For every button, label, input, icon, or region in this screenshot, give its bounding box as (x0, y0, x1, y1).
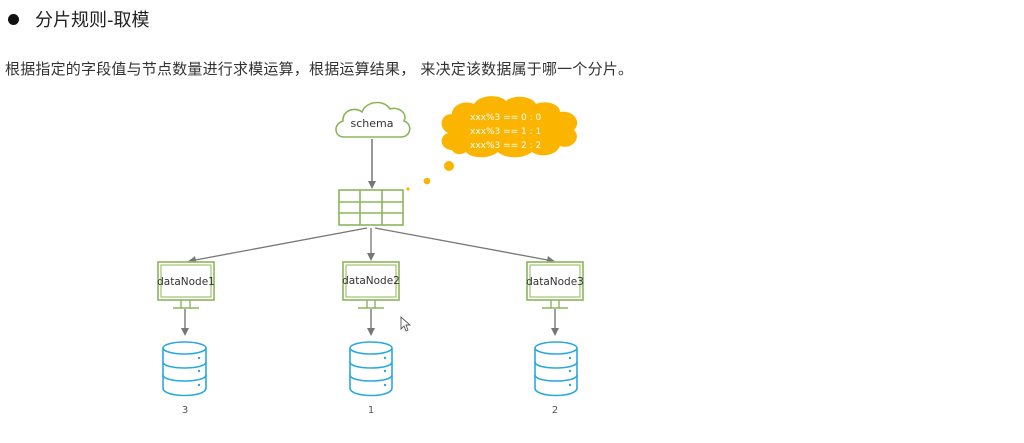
bubble-dot-medium (423, 177, 431, 185)
schema-cloud-icon: schema (335, 101, 411, 138)
monitor-icon (157, 261, 215, 309)
bubble-dot-small (406, 187, 410, 191)
datanode2: dataNode2 1 (342, 261, 400, 416)
bubble-dot-large (444, 161, 454, 171)
database-label-1: 3 (182, 405, 188, 416)
schema-label: schema (351, 117, 394, 130)
database-icon (349, 341, 393, 397)
datanode3-label: dataNode3 (526, 276, 584, 288)
heading-title: 分片规则-取模 (35, 10, 150, 31)
section-heading: 分片规则-取模 (6, 6, 150, 32)
database-icon (534, 341, 578, 397)
datanode3: dataNode3 2 (526, 261, 584, 416)
bubble-line-1: xxx%3 == 0 : 0 (470, 113, 542, 123)
bubble-line-3: xxx%3 == 2 : 2 (470, 141, 541, 151)
datanode1: dataNode1 3 (157, 261, 215, 416)
mouse-cursor-icon (400, 315, 412, 332)
monitor-icon (342, 261, 400, 309)
modulo-thought-bubble: xxx%3 == 0 : 0 xxx%3 == 1 : 1 xxx%3 == 2… (406, 96, 578, 191)
bubble-line-2: xxx%3 == 1 : 1 (470, 127, 541, 137)
table-grid-icon (338, 189, 404, 226)
datanode1-label: dataNode1 (157, 276, 215, 288)
monitor-icon (526, 261, 584, 309)
description-text: 根据指定的字段值与节点数量进行求模运算，根据运算结果， 来决定该数据属于哪一个分… (5, 60, 634, 78)
database-label-3: 2 (552, 405, 558, 416)
datanode2-label: dataNode2 (342, 275, 400, 287)
database-icon (162, 341, 207, 397)
bullet-icon (8, 13, 19, 25)
database-label-2: 1 (368, 405, 374, 416)
arrow-table-to-node3 (374, 227, 555, 264)
arrow-table-to-node1 (188, 227, 368, 264)
